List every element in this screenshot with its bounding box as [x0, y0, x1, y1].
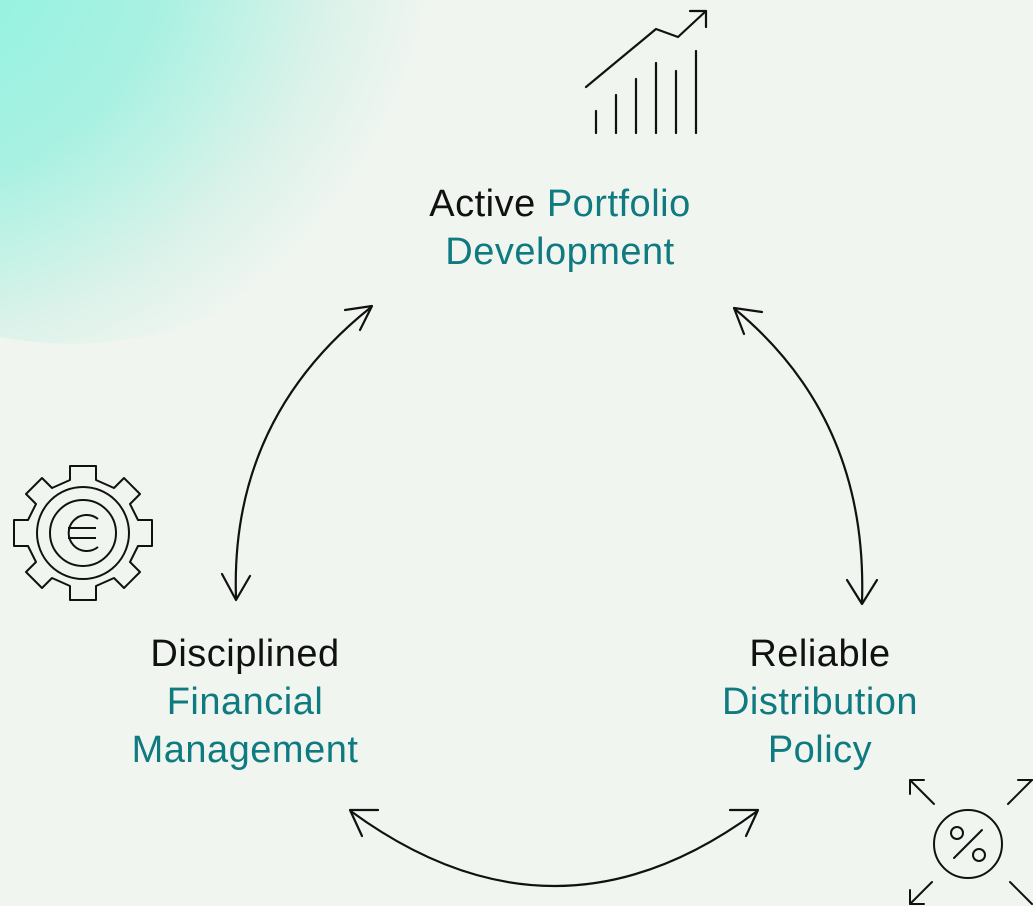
node-disciplined-financial-management: Disciplined Financial Management	[60, 630, 430, 774]
arrowhead-top-right-start	[732, 306, 764, 336]
arrowhead-top-left-start	[343, 304, 374, 332]
node-reliable-distribution-policy: Reliable Distribution Policy	[660, 630, 980, 774]
arrowhead-bottom-end	[728, 808, 760, 838]
arrowhead-top-right-end	[845, 578, 879, 606]
euro-gear-icon	[13, 465, 153, 601]
arrow-top-right	[734, 308, 864, 604]
arrowhead-top-left-end	[220, 572, 252, 602]
arrowhead-bottom-start	[348, 808, 380, 838]
node-top-teal-label-2: Development	[445, 231, 675, 273]
node-left-teal-label-2: Management	[131, 729, 359, 771]
growth-chart-icon	[584, 9, 708, 135]
node-right-teal-label-1: Distribution	[721, 681, 919, 723]
arrow-top-left	[234, 306, 372, 600]
node-active-portfolio-development: Active Portfolio Development	[380, 180, 740, 276]
node-top-dark-label: Active	[429, 183, 536, 225]
arrow-bottom	[350, 810, 758, 888]
percent-expand-icon	[909, 779, 1033, 905]
node-top-line-1: Active Portfolio	[380, 180, 740, 228]
node-right-teal-label-2: Policy	[767, 729, 873, 771]
node-left-dark-label: Disciplined	[150, 633, 340, 675]
node-right-dark-label: Reliable	[749, 633, 891, 675]
node-top-teal-label-1: Portfolio	[546, 183, 691, 225]
node-left-teal-label-1: Financial	[166, 681, 324, 723]
